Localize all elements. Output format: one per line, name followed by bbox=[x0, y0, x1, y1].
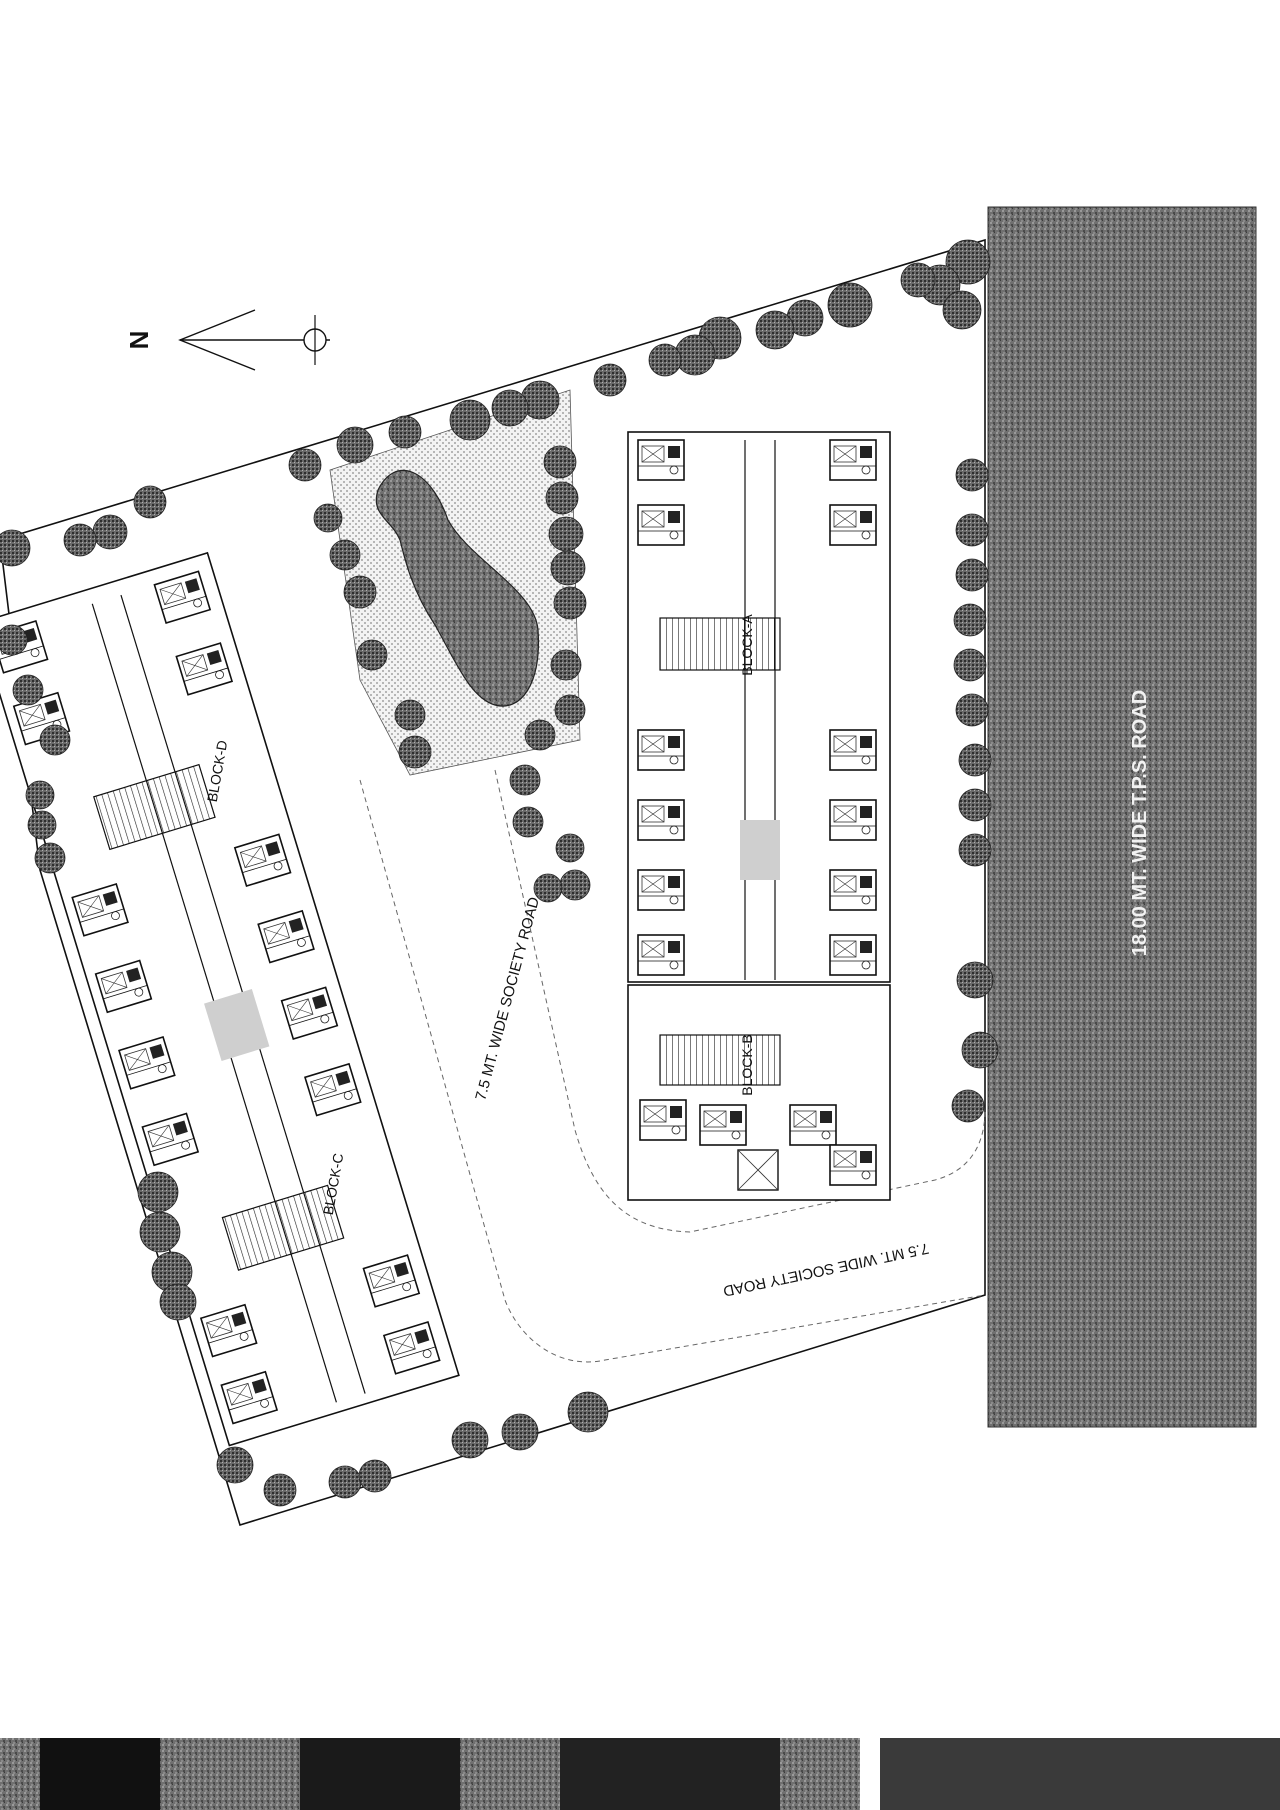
society-road-edge-1 bbox=[359, 779, 986, 1363]
block-a-label: BLOCK-A bbox=[739, 614, 755, 676]
north-arrow-icon bbox=[178, 309, 330, 371]
society-road-edge-2 bbox=[494, 769, 986, 1233]
north-label: N bbox=[124, 331, 154, 350]
block-cd bbox=[0, 551, 460, 1447]
block-a bbox=[627, 431, 891, 983]
tps-road bbox=[987, 206, 1257, 1428]
pond bbox=[375, 469, 540, 707]
tps-road-label: 18.00 MT. WIDE T.P.S. ROAD bbox=[1129, 690, 1151, 956]
trees bbox=[0, 239, 999, 1507]
block-b-label: BLOCK-B bbox=[739, 1034, 755, 1095]
block-b bbox=[627, 984, 891, 1201]
bottom-photo-strip bbox=[0, 1738, 1280, 1810]
